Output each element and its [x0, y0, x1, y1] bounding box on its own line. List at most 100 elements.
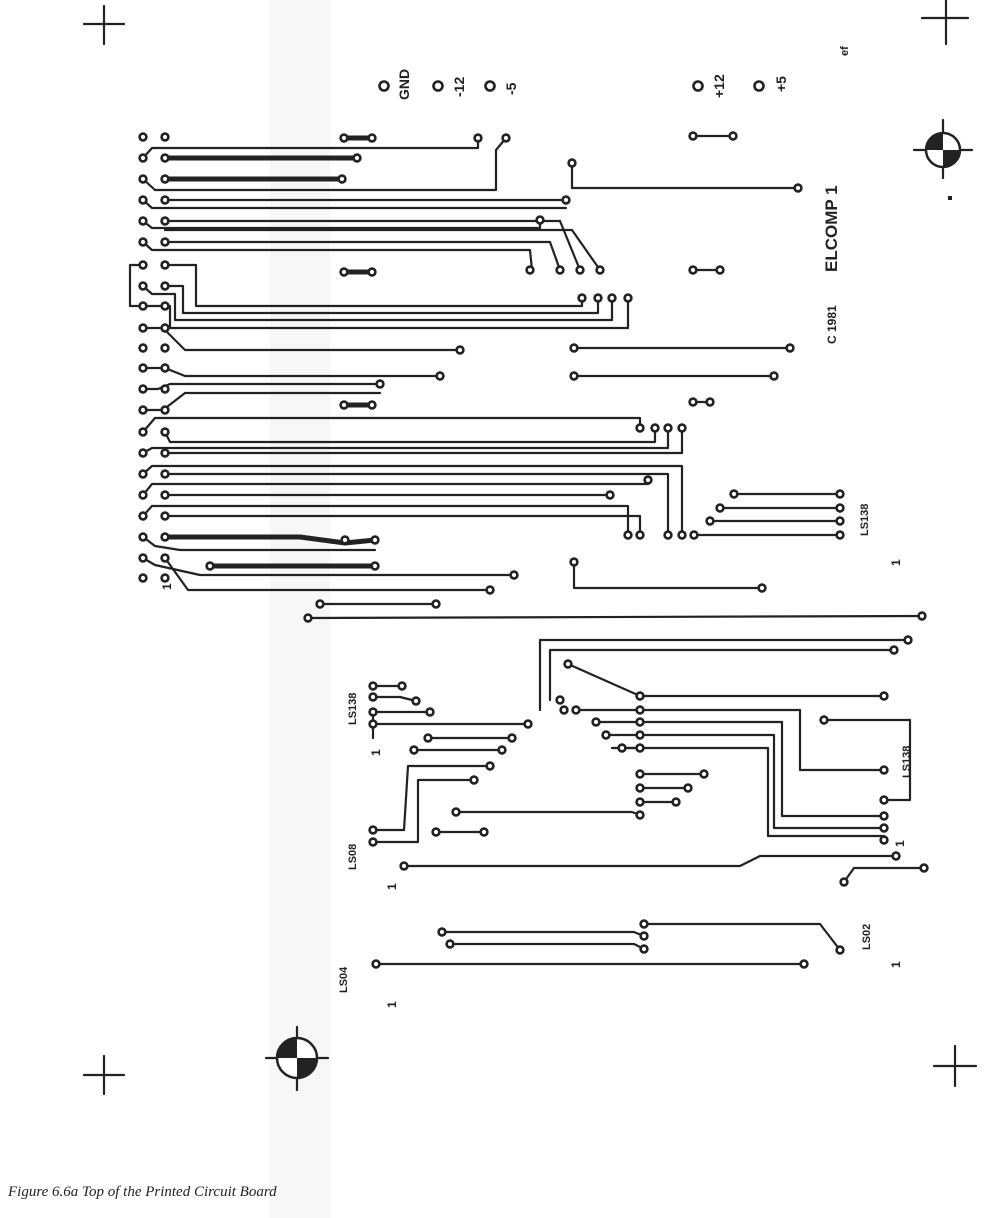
designer-initials: ef — [839, 46, 851, 56]
solder-pad — [879, 823, 889, 833]
solder-pad — [569, 557, 579, 567]
alignment-target-top — [912, 118, 974, 200]
solder-pad — [160, 511, 170, 521]
solder-pad — [635, 691, 645, 701]
solder-pad — [138, 343, 148, 353]
solder-pad — [705, 516, 715, 526]
pin1-marker-ls138-left: 1 — [369, 749, 383, 756]
solder-pad — [715, 265, 725, 275]
solder-pad — [879, 691, 889, 701]
solder-pad — [559, 705, 569, 715]
chip-label-ls138-left: LS138 — [347, 693, 359, 725]
solder-pad — [617, 743, 627, 753]
solder-pad — [473, 133, 483, 143]
registration-cross-top-right — [920, 0, 970, 46]
copper-traces — [128, 134, 926, 966]
solder-pad — [138, 363, 148, 373]
solder-pad — [138, 384, 148, 394]
pin1-marker-edge-connector: 1 — [160, 583, 174, 590]
solder-pad — [639, 919, 649, 929]
solder-pad — [671, 797, 681, 807]
solder-pad — [138, 490, 148, 500]
solder-pad — [160, 237, 170, 247]
registration-cross-top-left — [82, 4, 126, 46]
solder-pad — [879, 765, 889, 775]
solder-pad — [451, 807, 461, 817]
solder-pad — [160, 195, 170, 205]
solder-pad — [160, 384, 170, 394]
solder-pad — [160, 469, 170, 479]
solder-pad — [835, 530, 845, 540]
solder-pad — [663, 423, 673, 433]
solder-pad — [677, 423, 687, 433]
solder-pad — [431, 827, 441, 837]
solder-pad — [315, 599, 325, 609]
solder-pad — [835, 945, 845, 955]
solder-pad — [879, 795, 889, 805]
solder-pad — [819, 715, 829, 725]
registration-cross-bottom-left — [82, 1054, 126, 1096]
solder-pad — [699, 769, 709, 779]
solder-pad — [497, 745, 507, 755]
solder-pad — [835, 503, 845, 513]
solder-pad — [138, 216, 148, 226]
solder-pad — [160, 174, 170, 184]
solder-pad — [138, 573, 148, 583]
solder-pad — [525, 265, 535, 275]
solder-pad — [575, 265, 585, 275]
solder-pad — [591, 717, 601, 727]
chip-label-ls02: LS02 — [861, 924, 873, 950]
chip-label-ls138-right-top: LS138 — [859, 504, 871, 536]
solder-pad — [160, 343, 170, 353]
solder-pad — [409, 745, 419, 755]
solder-pad — [569, 371, 579, 381]
solder-pad — [425, 707, 435, 717]
solder-pad — [683, 783, 693, 793]
solder-pad — [571, 705, 581, 715]
solder-pad — [485, 585, 495, 595]
solder-pad — [138, 323, 148, 333]
solder-pad — [339, 400, 349, 410]
solder-pad — [917, 611, 927, 621]
solder-pad — [160, 532, 170, 542]
solder-pad — [639, 944, 649, 954]
solder-pad — [635, 769, 645, 779]
solder-pad — [367, 133, 377, 143]
solder-pad — [507, 733, 517, 743]
power-label-gnd: GND — [396, 69, 412, 100]
solder-pad — [485, 761, 495, 771]
solder-pad — [138, 405, 148, 415]
solder-pad — [160, 405, 170, 415]
solder-pad — [138, 427, 148, 437]
solder-pad — [567, 158, 577, 168]
solder-pad — [903, 635, 913, 645]
solder-pad — [367, 267, 377, 277]
solder-pad — [423, 733, 433, 743]
solder-pad — [138, 448, 148, 458]
solder-pad — [635, 797, 645, 807]
solder-pad — [635, 717, 645, 727]
figure-caption: Figure 6.6a Top of the Printed Circuit B… — [8, 1184, 277, 1200]
solder-pad — [688, 131, 698, 141]
solder-pad — [368, 825, 378, 835]
solder-pad — [523, 719, 533, 729]
solder-pad — [839, 877, 849, 887]
solder-pad — [705, 397, 715, 407]
solder-pad — [160, 490, 170, 500]
solder-pad — [835, 489, 845, 499]
pin1-marker-ls138-right-top: 1 — [889, 559, 903, 566]
solder-pad — [370, 535, 380, 545]
solder-pad — [138, 260, 148, 270]
solder-pad — [138, 174, 148, 184]
pin1-marker-ls138-right-mid: 1 — [893, 840, 907, 847]
solder-pad — [799, 959, 809, 969]
solder-pad — [639, 931, 649, 941]
solder-pad — [643, 475, 653, 485]
solder-pad — [595, 265, 605, 275]
chip-label-ls138-right-mid: LS138 — [901, 746, 913, 778]
solder-pad — [509, 570, 519, 580]
solder-pad — [138, 195, 148, 205]
solder-pad — [339, 133, 349, 143]
solder-pad — [160, 301, 170, 311]
solder-pad — [689, 530, 699, 540]
